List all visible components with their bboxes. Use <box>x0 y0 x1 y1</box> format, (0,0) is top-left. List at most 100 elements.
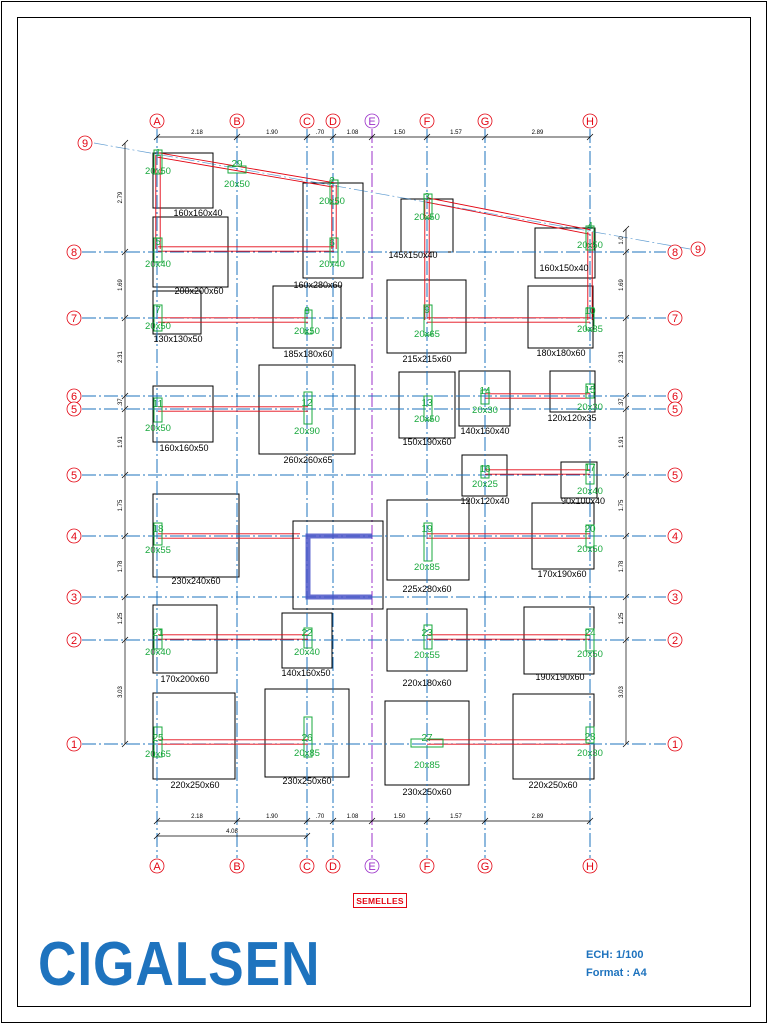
bottom-dimension-label: 2.89 <box>532 814 544 820</box>
column-outline <box>304 309 313 335</box>
left-dimension-label: 3.03 <box>118 686 124 698</box>
column-outline <box>480 389 490 405</box>
right-dimension-tick <box>622 471 630 479</box>
column-size-label: 20x50 <box>577 544 603 555</box>
axis-label-4: 4 <box>71 531 77 543</box>
column-size-label: 20x50 <box>145 166 171 177</box>
column-size-label: 20x50 <box>294 326 320 337</box>
footing-outline <box>534 227 596 279</box>
left-dimension-tick <box>121 636 129 644</box>
left-dimension-label: 2.31 <box>118 351 124 363</box>
axis-bubble-H-bottom <box>582 858 598 874</box>
axis-bubble-9-right <box>690 241 706 257</box>
column-number: 28 <box>584 732 596 743</box>
column-size-label: 20x65 <box>145 749 171 760</box>
bottom-dimension-label: 2.18 <box>191 814 203 820</box>
column-number: 4 <box>587 221 593 232</box>
bottom-dimension-tick <box>303 817 311 825</box>
footing-size-label: 120x120x40 <box>460 496 509 506</box>
axis-label-D: D <box>329 116 337 128</box>
beams-layer <box>155 152 593 745</box>
footing-outline <box>560 461 598 499</box>
left-dimension-tick <box>121 740 129 748</box>
axis-bubble-C-top <box>299 113 315 129</box>
axis-label-G: G <box>481 116 490 128</box>
column-size-label: 20x40 <box>319 259 345 270</box>
left-dimension-label: 1.91 <box>118 436 124 448</box>
top-dimension-tick <box>303 133 311 141</box>
footing-outline <box>527 285 594 349</box>
column-size-label: 20x50 <box>414 414 440 425</box>
axis-bubble-5-left <box>66 401 82 417</box>
right-dimension-tick <box>622 225 630 233</box>
column-outline <box>585 383 595 399</box>
axis-label-F: F <box>424 861 431 873</box>
footing-size-label: 150x190x60 <box>402 437 451 447</box>
column-outline <box>329 237 339 263</box>
top-dimension-tick <box>586 133 594 141</box>
column-outline <box>423 522 433 562</box>
top-dimension-tick <box>481 133 489 141</box>
axis-bubble-5-right <box>667 401 683 417</box>
column-number: 17 <box>584 463 596 474</box>
footing-size-label: 160x280x60 <box>293 280 342 290</box>
column-outline <box>423 193 433 219</box>
right-dimension-tick <box>622 392 630 400</box>
column-size-label: 20x55 <box>145 545 171 556</box>
right-dimension-tick <box>622 593 630 601</box>
footing-size-label: 230x250x60 <box>282 776 331 786</box>
bottom-dimension-label: .70 <box>316 814 325 820</box>
bottom-dimension-label: 1.50 <box>394 814 406 820</box>
column-number: 21 <box>152 628 164 639</box>
axis-bubble-2-left <box>66 632 82 648</box>
footing-size-label: 160x160x40 <box>173 208 222 218</box>
top-dimension-tick <box>153 133 161 141</box>
axis-bubble-E-bottom <box>364 858 380 874</box>
column-number: 15 <box>584 385 596 396</box>
bottom-dimension-tick <box>586 817 594 825</box>
bottom-dimension-label: 1.57 <box>450 814 462 820</box>
axis-label-8: 8 <box>672 247 678 259</box>
bottom-dimension-tick <box>233 817 241 825</box>
bottom-dimension-label: 1.08 <box>347 814 359 820</box>
right-dimension-tick <box>622 314 630 322</box>
axis-line-9 <box>93 142 691 250</box>
column-size-label: 20x55 <box>414 650 440 661</box>
footing-size-label: 140x160x40 <box>460 426 509 436</box>
axis-bubble-B-bottom <box>229 858 245 874</box>
footing-size-label: 140x160x50 <box>281 668 330 678</box>
right-dimension-label: 1.25 <box>619 612 625 624</box>
column-outline <box>153 628 163 650</box>
column-size-label: 20x35 <box>577 324 603 335</box>
column-outline <box>153 149 163 175</box>
column-outline <box>585 463 595 485</box>
column-size-label: 20x40 <box>145 647 171 658</box>
column-size-label: 20x30 <box>577 402 603 413</box>
footing-size-label: 230x240x60 <box>171 576 220 586</box>
footing-size-label: 220x180x60 <box>402 678 451 688</box>
axis-bubble-B-top <box>229 113 245 129</box>
column-outline <box>153 397 163 423</box>
column-size-label: 20x90 <box>294 426 320 437</box>
right-dimension-tick <box>622 405 630 413</box>
footing-outline <box>152 152 214 209</box>
left-dimension-tick <box>121 593 129 601</box>
axis-label-9: 9 <box>695 244 701 256</box>
top-dimension-label: 2.89 <box>532 130 544 136</box>
column-number: 22 <box>301 628 313 639</box>
column-outline <box>585 726 595 744</box>
axis-bubble-F-bottom <box>419 858 435 874</box>
axis-label-6: 6 <box>71 391 77 403</box>
column-size-label: 20x25 <box>472 479 498 490</box>
axis-label-1: 1 <box>71 739 77 751</box>
axis-bubble-7-left <box>66 310 82 326</box>
axis-label-8: 8 <box>71 247 77 259</box>
scale-label: ECH: 1/100 <box>586 949 644 961</box>
pit-footing-outline <box>292 520 384 610</box>
left-dimension-tick <box>121 471 129 479</box>
drawing-title-box: SEMELLES <box>353 893 407 908</box>
axis-bubble-G-top <box>477 113 493 129</box>
axis-label-B: B <box>233 116 240 128</box>
footing-outline <box>512 693 595 780</box>
